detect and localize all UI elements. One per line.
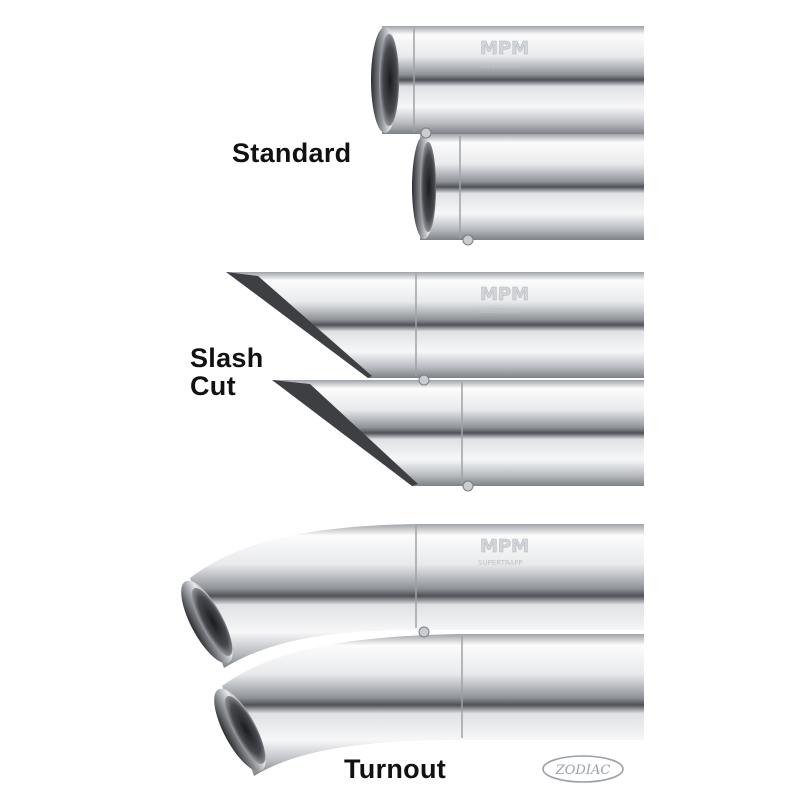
standard-label: Standard <box>232 138 352 168</box>
exhaust-pipe-turnout: MPM SUPERTRAPP <box>181 524 644 776</box>
svg-text:SUPERTRAPP: SUPERTRAPP <box>478 62 523 70</box>
svg-text:SUPERTRAPP: SUPERTRAPP <box>478 307 523 315</box>
exhaust-pipe-standard: MPM SUPERTRAPP <box>371 26 644 246</box>
zodiac-logo: ZODIAC <box>542 755 624 783</box>
svg-text:MPM: MPM <box>480 536 529 557</box>
svg-text:MPM: MPM <box>480 284 529 305</box>
slash-cut-label-line2: Cut <box>190 371 236 401</box>
svg-text:MPM: MPM <box>480 38 529 59</box>
svg-text:SUPERTRAPP: SUPERTRAPP <box>478 559 523 567</box>
slash-cut-label: Slash Cut <box>190 344 264 400</box>
exhaust-pipe-slashcut: MPM SUPERTRAPP <box>226 272 644 492</box>
slash-cut-label-line1: Slash <box>190 343 264 373</box>
svg-text:ZODIAC: ZODIAC <box>555 763 611 778</box>
turnout-label: Turnout <box>344 754 447 784</box>
